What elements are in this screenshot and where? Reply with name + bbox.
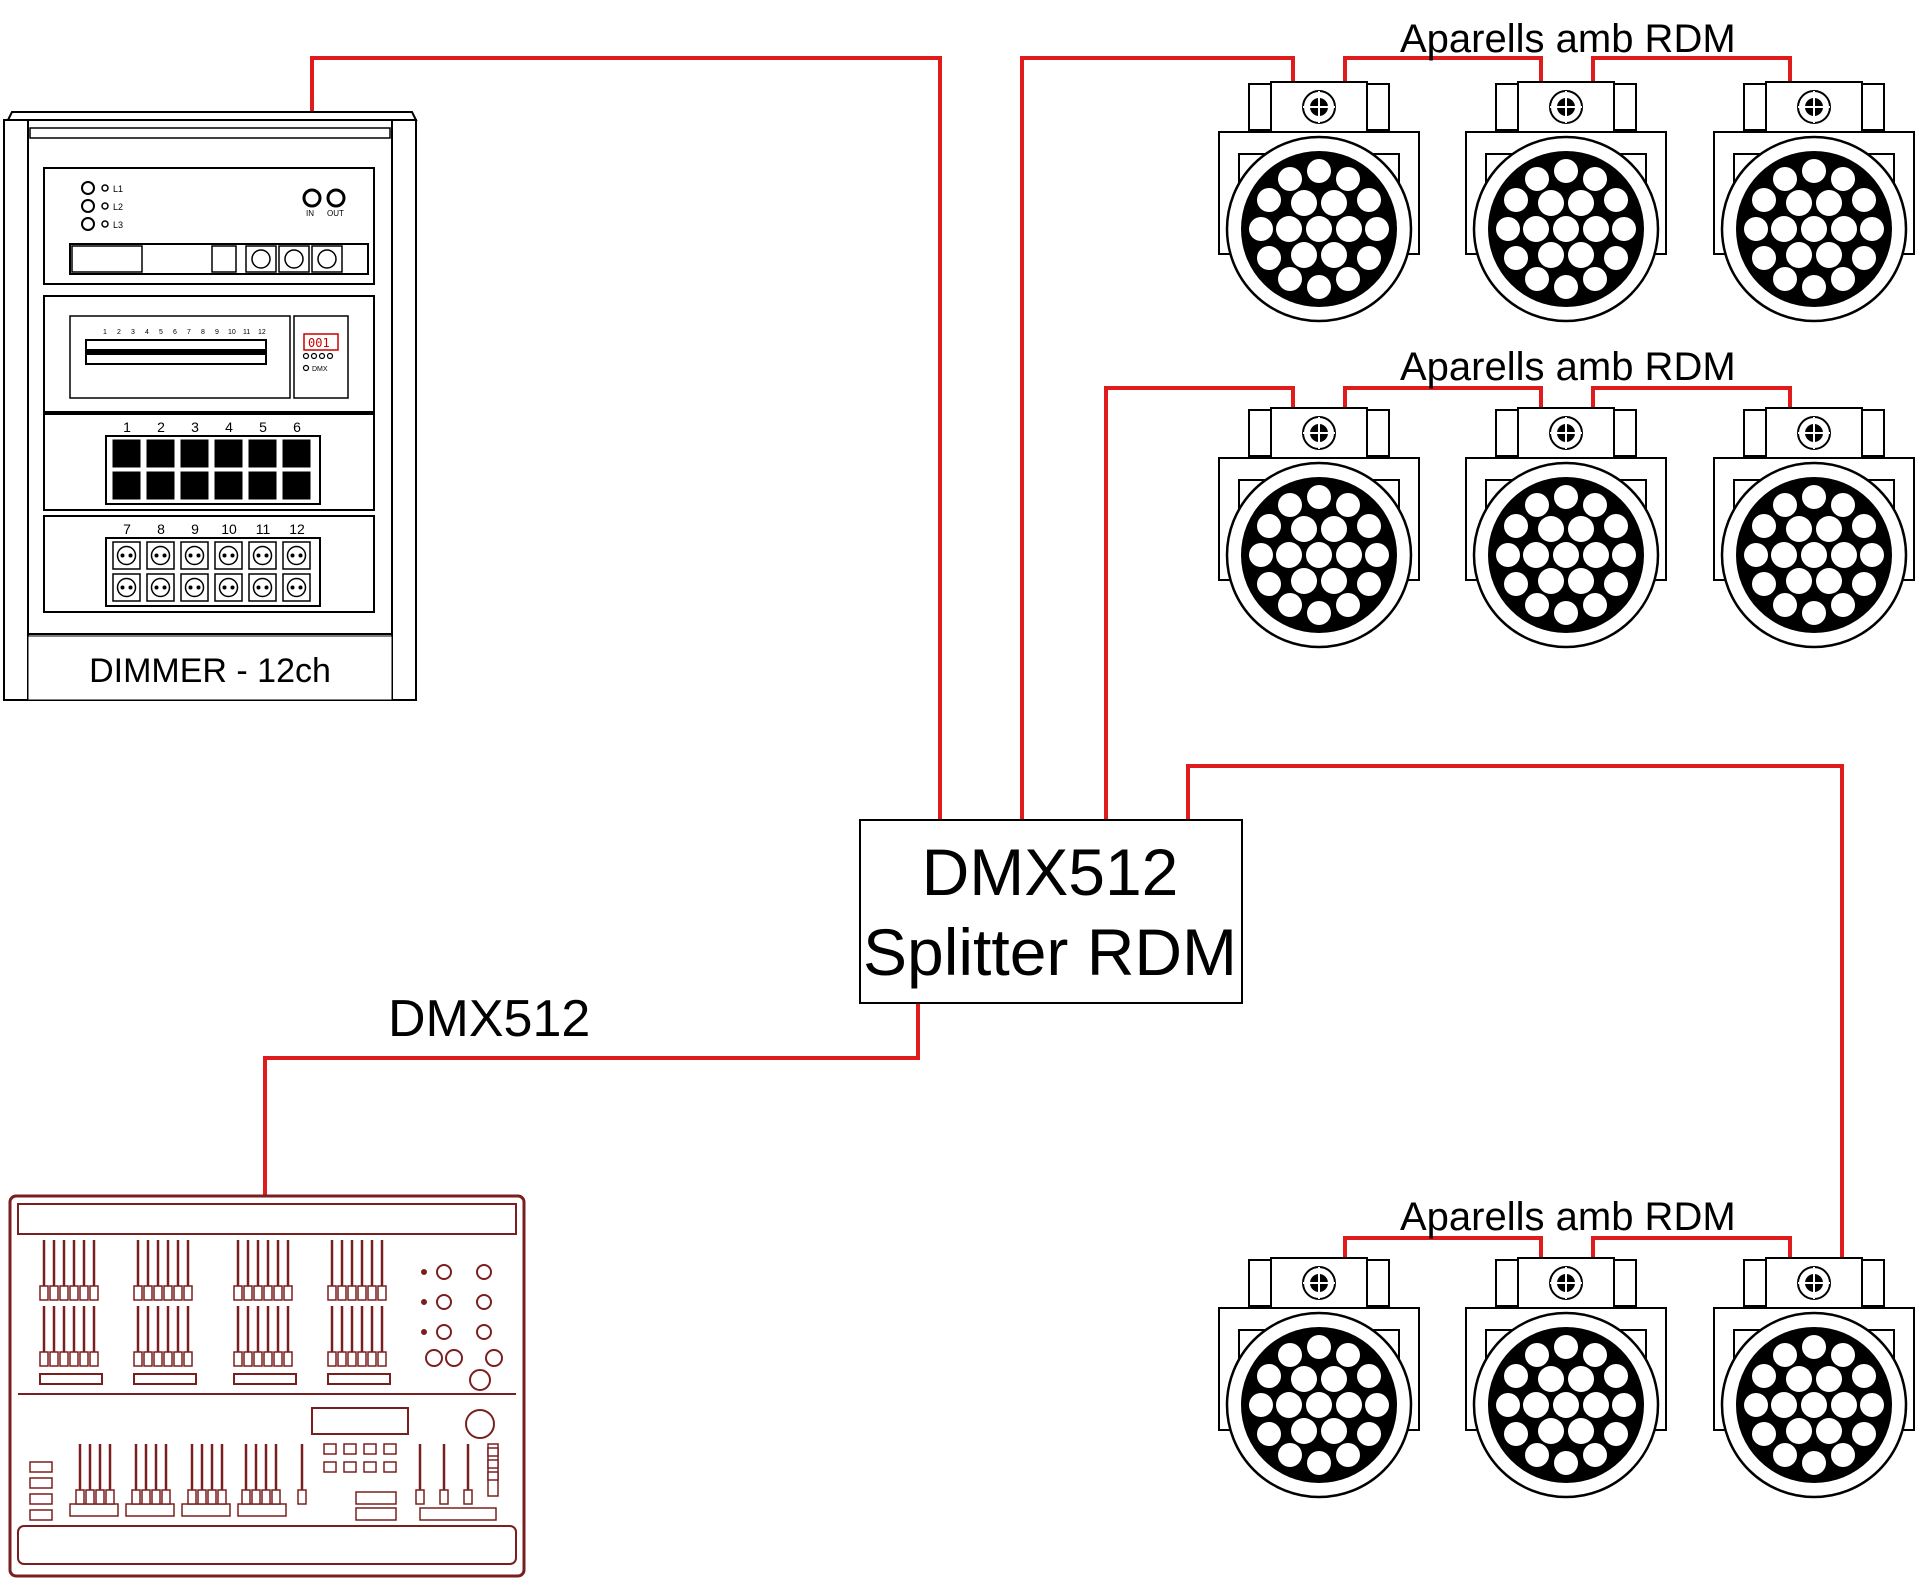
svg-text:10: 10 — [221, 521, 237, 537]
moving-head-fixture — [1217, 406, 1421, 649]
dmx-in-connector — [302, 188, 322, 208]
svg-text:1: 1 — [123, 419, 131, 435]
moving-head-fixture — [1464, 406, 1668, 649]
svg-text:3: 3 — [191, 419, 199, 435]
moving-head-fixture — [1712, 1256, 1916, 1499]
svg-text:9: 9 — [215, 329, 219, 336]
svg-text:5: 5 — [159, 329, 163, 336]
svg-text:6: 6 — [293, 419, 301, 435]
svg-text:4: 4 — [145, 329, 149, 336]
dimmer-rack: L1 L2 L3 IN OUT 1 2 3 4 5 6 7 8 9 10 — [3, 111, 418, 701]
svg-text:11: 11 — [243, 329, 250, 336]
fixture-group-2-label: Aparells amb RDM — [1400, 345, 1736, 389]
svg-text:4: 4 — [225, 419, 233, 435]
dimmer-dmx-address-display: 001 — [308, 336, 330, 350]
svg-text:1: 1 — [103, 329, 107, 336]
dmx-in-label: IN — [306, 209, 314, 218]
svg-text:8: 8 — [157, 521, 165, 537]
dimmer-outputs-1-6-labels: 1 2 3 4 5 6 — [123, 419, 301, 435]
moving-head-fixture — [1464, 1256, 1668, 1499]
chain-group-2 — [1343, 386, 1792, 408]
moving-head-fixture — [1217, 80, 1421, 323]
fixture-group-2 — [1217, 406, 1916, 649]
splitter-title-line-2: Splitter RDM — [863, 915, 1237, 989]
chain-group-1 — [1343, 56, 1792, 82]
svg-text:5: 5 — [259, 419, 267, 435]
svg-text:2: 2 — [157, 419, 165, 435]
moving-head-fixture — [1217, 1256, 1421, 1499]
cable-splitter-to-group-3 — [1186, 764, 1844, 1258]
svg-text:8: 8 — [201, 329, 205, 336]
dimmer-outputs-7-12-labels: 7 8 9 10 11 12 — [123, 521, 305, 537]
svg-text:12: 12 — [258, 329, 266, 336]
dmx-out-connector — [326, 188, 346, 208]
svg-text:3: 3 — [131, 329, 135, 336]
svg-text:12: 12 — [289, 521, 305, 537]
svg-text:9: 9 — [191, 521, 199, 537]
svg-text:2: 2 — [117, 329, 121, 336]
fixture-group-3-label: Aparells amb RDM — [1400, 1195, 1736, 1239]
console-link-label: DMX512 — [388, 990, 590, 1048]
svg-text:7: 7 — [187, 329, 191, 336]
cable-splitter-to-group-1 — [1020, 56, 1295, 820]
dimmer-label: DIMMER - 12ch — [89, 652, 331, 690]
svg-text:10: 10 — [228, 329, 236, 336]
fixture-group-3 — [1217, 1256, 1916, 1499]
chain-group-3 — [1343, 1236, 1792, 1258]
dimmer-dmx-led-label: DMX — [312, 366, 328, 373]
console-encoders — [421, 1264, 503, 1439]
console-display — [311, 1407, 409, 1435]
phase-label-l1: L1 — [113, 184, 123, 194]
dmx-out-label: OUT — [327, 209, 344, 218]
svg-text:7: 7 — [123, 521, 131, 537]
moving-head-fixture — [1712, 80, 1916, 323]
svg-text:11: 11 — [256, 521, 271, 537]
dmx-splitter: DMX512 Splitter RDM — [859, 819, 1243, 1004]
phase-label-l2: L2 — [113, 202, 123, 212]
cable-splitter-to-group-2 — [1104, 386, 1295, 820]
moving-head-fixture — [1464, 80, 1668, 323]
lighting-console — [8, 1194, 526, 1578]
svg-text:6: 6 — [173, 329, 177, 336]
cable-console-to-splitter — [263, 1003, 920, 1202]
splitter-title-line-1: DMX512 — [922, 835, 1179, 909]
phase-label-l3: L3 — [113, 220, 123, 230]
fixture-group-1-label: Aparells amb RDM — [1400, 17, 1736, 61]
fixture-group-1 — [1217, 80, 1916, 323]
dimmer-channel-numbers: 1 2 3 4 5 6 7 8 9 10 11 12 — [103, 329, 266, 336]
moving-head-fixture — [1712, 406, 1916, 649]
